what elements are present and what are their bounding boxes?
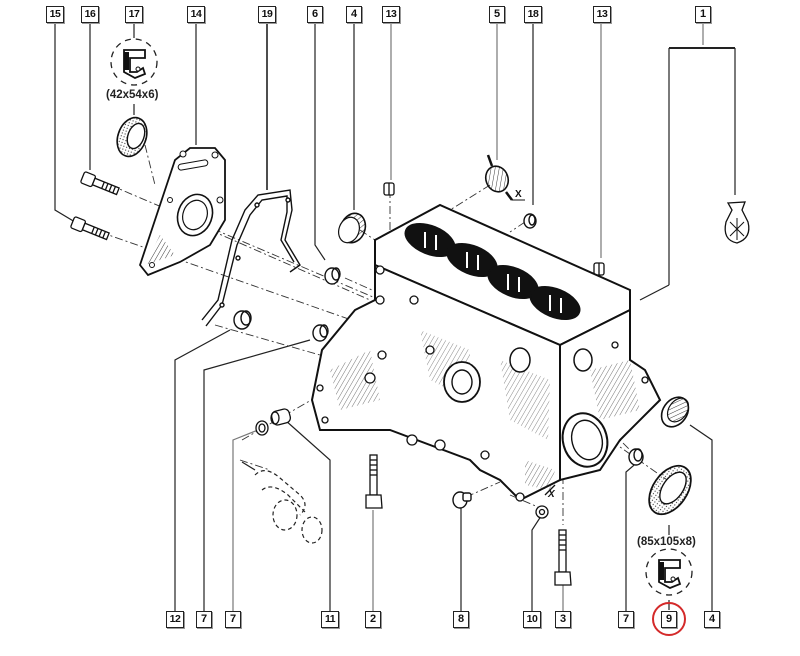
bolt-2	[365, 454, 383, 509]
oil-seal-small	[116, 116, 148, 158]
bolt-15	[70, 216, 110, 241]
callout-15[interactable]: 15	[46, 6, 64, 23]
callout-1[interactable]: 1	[695, 6, 711, 23]
callout-6[interactable]: 6	[307, 6, 323, 23]
dowel-6	[324, 267, 341, 285]
callout-4-right[interactable]: 4	[704, 611, 720, 628]
x-mark: X	[515, 189, 522, 200]
callout-9[interactable]: 9	[661, 611, 677, 628]
seal-profile-icon	[645, 548, 693, 596]
callout-3[interactable]: 3	[555, 611, 571, 628]
core-plug-4	[338, 212, 367, 244]
callout-7-c[interactable]: 7	[618, 611, 634, 628]
cylinder-bores	[404, 222, 581, 321]
cover-plate-14	[138, 147, 226, 277]
callout-8[interactable]: 8	[453, 611, 469, 628]
dowel-12	[233, 310, 252, 330]
dowel-7	[312, 324, 329, 342]
x-mark-lower: X	[547, 489, 556, 500]
callout-11[interactable]: 11	[321, 611, 339, 628]
callout-13-right[interactable]: 13	[593, 6, 611, 23]
callout-12[interactable]: 12	[166, 611, 184, 628]
callout-10[interactable]: 10	[523, 611, 541, 628]
dowel-7-right	[628, 448, 644, 466]
oil-seal-9	[648, 464, 692, 516]
callout-16[interactable]: 16	[81, 6, 99, 23]
core-plug-5	[484, 154, 525, 201]
seal-profile-icon	[110, 38, 158, 86]
leader-lines	[54, 20, 736, 612]
sleeve-11	[270, 408, 292, 426]
seal-9-dimensions: (85x105x8)	[637, 536, 696, 548]
plug-18	[523, 213, 537, 229]
callout-7-b[interactable]: 7	[225, 611, 241, 628]
bolt-16	[80, 171, 120, 196]
bolt-3	[554, 529, 572, 586]
callout-17[interactable]: 17	[125, 6, 143, 23]
callout-2[interactable]: 2	[365, 611, 381, 628]
nut-10	[535, 484, 556, 519]
callout-5[interactable]: 5	[489, 6, 505, 23]
dashed-pipe	[241, 461, 323, 544]
callout-18[interactable]: 18	[524, 6, 542, 23]
callout-13[interactable]: 13	[382, 6, 400, 23]
cylinder-block	[310, 203, 662, 502]
oil-seal-4-right	[660, 396, 690, 428]
parts-bag-icon	[724, 201, 750, 244]
drain-plug-8	[452, 491, 472, 509]
seal-17-dimensions: (42x54x6)	[106, 89, 159, 101]
callout-7[interactable]: 7	[196, 611, 212, 628]
callout-19[interactable]: 19	[258, 6, 276, 23]
bushing-7b	[255, 420, 269, 436]
nut-13a	[383, 182, 395, 196]
callout-14[interactable]: 14	[187, 6, 205, 23]
callout-4[interactable]: 4	[346, 6, 362, 23]
gasket-19	[201, 189, 301, 327]
nut-13b	[593, 262, 605, 276]
